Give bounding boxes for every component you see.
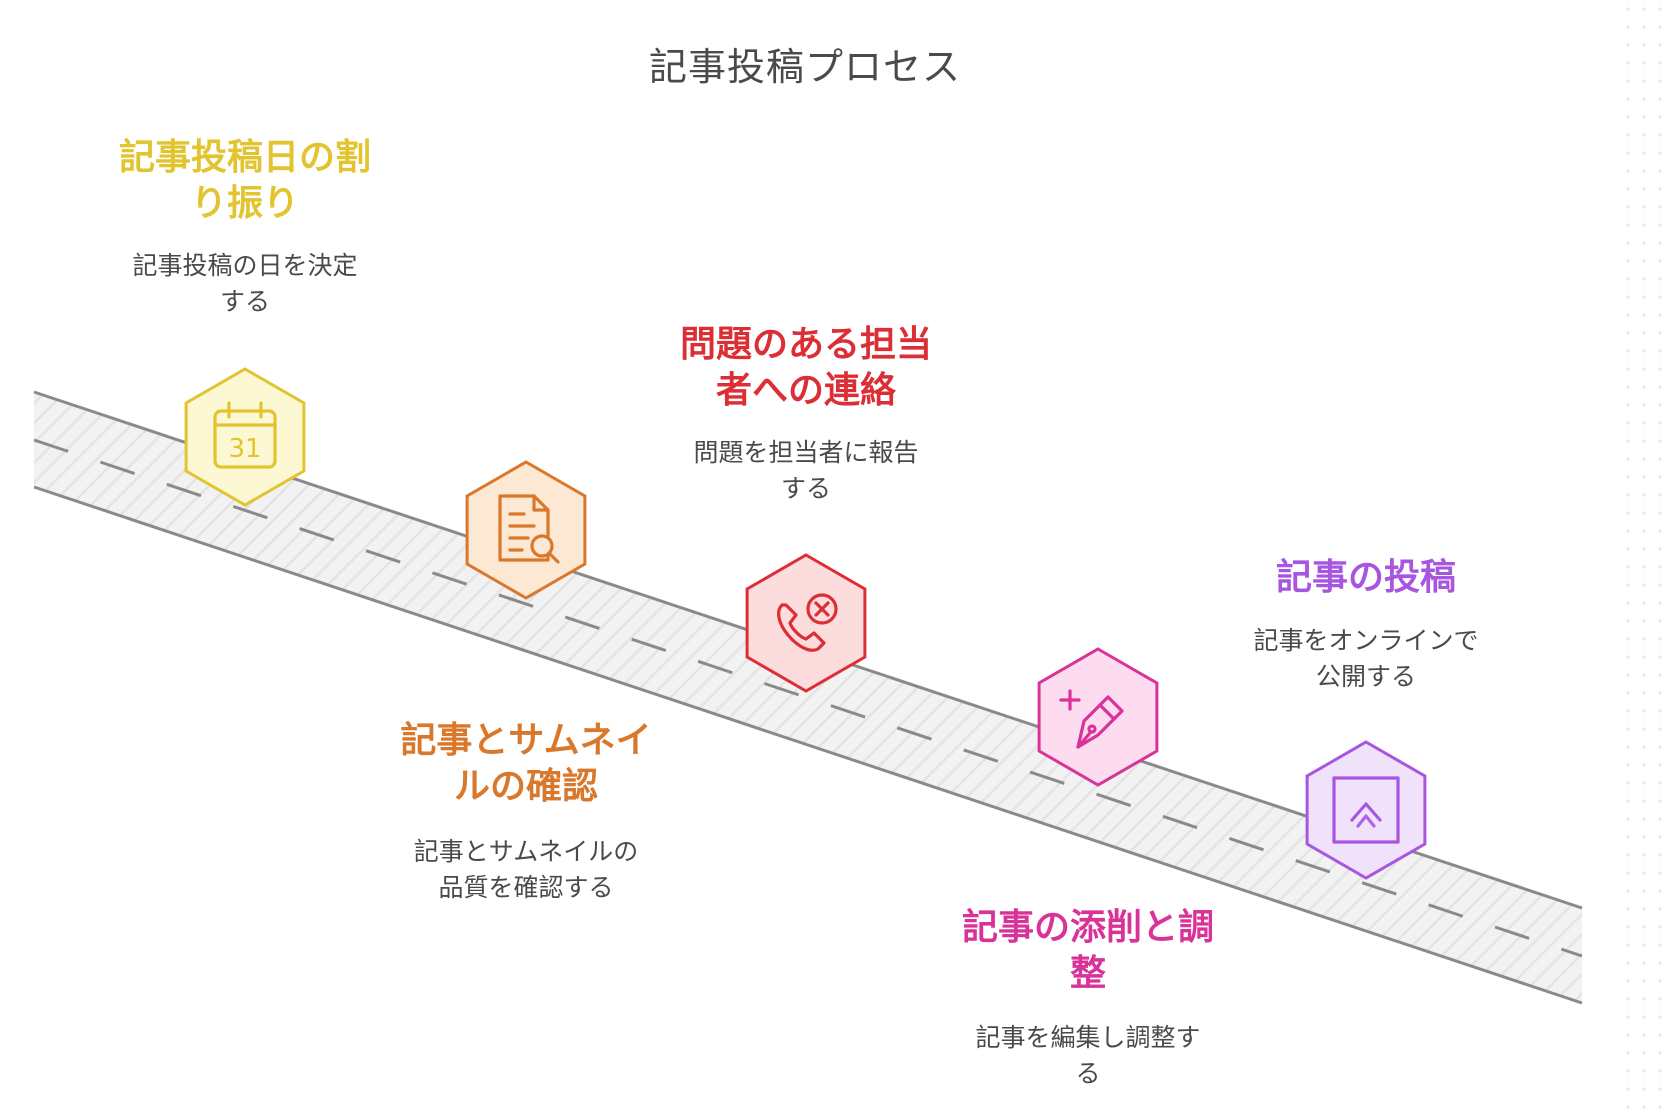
step-description-3: 問題を担当者に報告する xyxy=(656,435,956,507)
step-node-3 xyxy=(745,553,867,693)
step-title-line: り振り xyxy=(190,183,299,224)
step-title-line: 者への連絡 xyxy=(715,370,896,411)
step-hexagon xyxy=(465,460,587,600)
step-description-line: する xyxy=(780,474,831,503)
road-surface xyxy=(34,392,1582,1003)
step-description-line: 記事とサムネイルの xyxy=(413,837,639,866)
step-title-line: 整 xyxy=(1069,953,1106,994)
road-bottom-edge xyxy=(33,485,1583,1005)
step-description-line: 記事をオンラインで xyxy=(1253,626,1479,655)
step-title-line: 記事投稿日の割 xyxy=(118,137,371,178)
step-title-line: 問題のある担当 xyxy=(679,324,932,365)
step-description-line: 公開する xyxy=(1315,662,1416,691)
step-description-line: 問題を担当者に報告 xyxy=(693,438,919,467)
svg-text:31: 31 xyxy=(228,434,261,464)
step-node-5 xyxy=(1305,740,1427,880)
step-description-line: 品質を確認する xyxy=(438,873,614,902)
road-center-dashes xyxy=(33,438,1583,958)
step-hexagon xyxy=(184,367,306,507)
step-description-5: 記事をオンラインで公開する xyxy=(1216,623,1516,695)
step-title-4: 記事の添削と調整 xyxy=(938,905,1238,997)
step-title-line: 記事とサムネイ xyxy=(400,720,652,761)
pen-edit-icon xyxy=(1059,689,1124,749)
step-description-line: 記事投稿の日を決定 xyxy=(132,251,358,280)
step-title-line: ルの確認 xyxy=(453,766,598,807)
diagram-title: 記事投稿プロセス xyxy=(648,45,961,89)
step-title-3: 問題のある担当者への連絡 xyxy=(656,322,956,414)
step-description-4: 記事を編集し調整する xyxy=(938,1020,1238,1092)
step-description-line: する xyxy=(219,287,270,316)
step-node-2 xyxy=(465,460,587,600)
phone-cancel-icon xyxy=(777,593,838,652)
document-search-icon xyxy=(498,494,560,564)
step-hexagon xyxy=(745,553,867,693)
step-description-line: る xyxy=(1075,1059,1101,1088)
step-hexagon xyxy=(1037,647,1159,787)
step-hexagon xyxy=(1305,740,1427,880)
step-title-5: 記事の投稿 xyxy=(1216,555,1516,601)
step-description-2: 記事とサムネイルの品質を確認する xyxy=(376,834,676,906)
step-title-1: 記事投稿日の割り振り xyxy=(95,135,395,227)
step-title-line: 記事の添削と調 xyxy=(961,907,1214,948)
step-node-4 xyxy=(1037,647,1159,787)
step-node-1: 31 xyxy=(184,367,306,507)
upload-box-icon xyxy=(1332,776,1400,844)
step-title-line: 記事の投稿 xyxy=(1275,557,1456,598)
step-description-1: 記事投稿の日を決定する xyxy=(95,248,395,320)
step-title-2: 記事とサムネイルの確認 xyxy=(376,718,676,810)
step-description-line: 記事を編集し調整す xyxy=(975,1023,1201,1052)
dot-grid-decoration xyxy=(1620,0,1670,1114)
calendar-icon: 31 xyxy=(213,401,277,469)
